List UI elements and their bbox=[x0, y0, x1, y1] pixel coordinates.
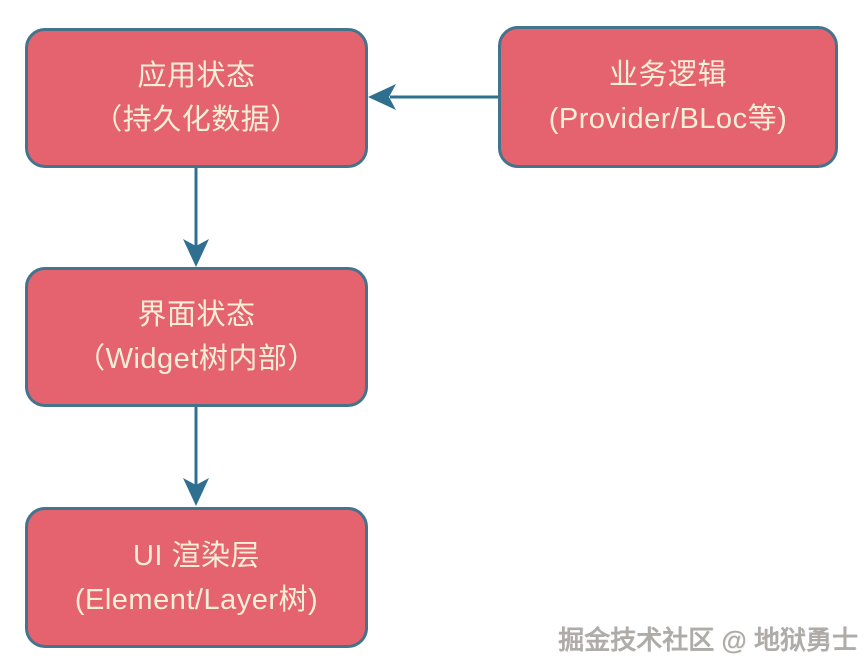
node-render-layer: UI 渲染层 (Element/Layer树) bbox=[25, 507, 368, 648]
node-render-layer-title: UI 渲染层 bbox=[132, 539, 261, 572]
arrow-app-state-to-ui-state bbox=[183, 168, 209, 267]
node-app-state: 应用状态 （持久化数据） bbox=[25, 28, 368, 168]
node-business-logic-title: 业务逻辑 bbox=[608, 59, 727, 91]
node-business-logic: 业务逻辑 (Provider/BLoc等) bbox=[498, 26, 838, 168]
arrow-ui-state-to-render-layer bbox=[183, 407, 209, 506]
arrow-business-to-app-state bbox=[368, 84, 498, 110]
watermark: 掘金技术社区 @ 地狱勇士 bbox=[558, 625, 858, 655]
node-app-state-subtitle: （持久化数据） bbox=[93, 104, 300, 136]
node-ui-state-subtitle: （Widget树内部） bbox=[76, 343, 317, 375]
node-ui-state-title: 界面状态 bbox=[137, 299, 256, 331]
node-ui-state: 界面状态 （Widget树内部） bbox=[25, 267, 368, 407]
node-business-logic-subtitle: (Provider/BLoc等) bbox=[548, 103, 788, 135]
node-app-state-title: 应用状态 bbox=[137, 60, 256, 92]
node-render-layer-subtitle: (Element/Layer树) bbox=[74, 583, 319, 616]
